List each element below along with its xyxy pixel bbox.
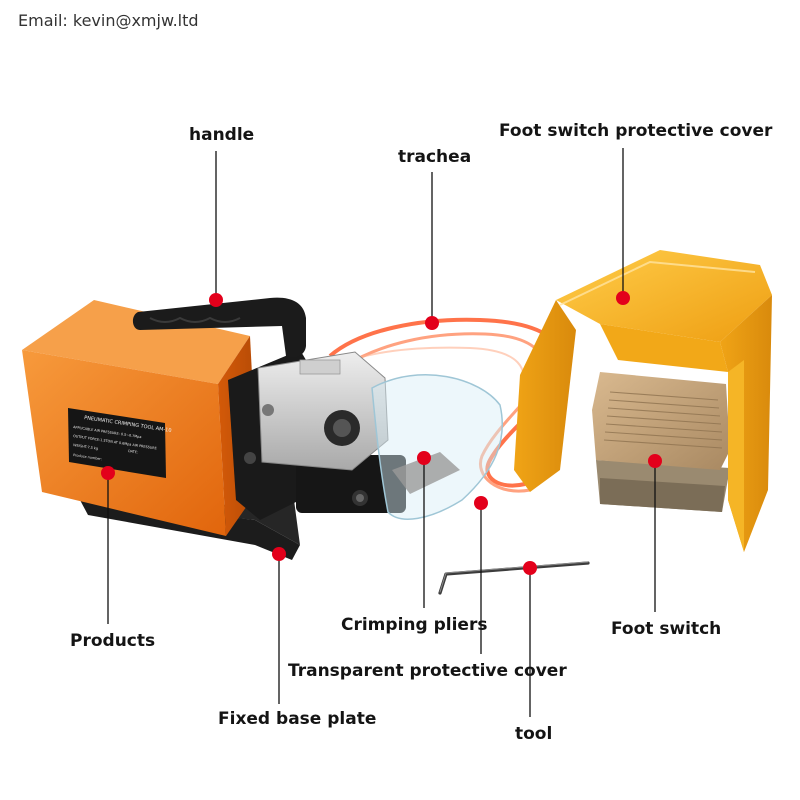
body-top <box>22 300 250 384</box>
label-tool: tool <box>515 724 553 744</box>
hex-key-tool <box>438 561 590 595</box>
marker-products <box>101 466 115 480</box>
cover-left-wall <box>514 300 576 492</box>
label-fixed-base-plate: Fixed base plate <box>218 709 377 729</box>
handle-shape <box>132 297 306 358</box>
nameplate-line-3b: DATE: <box>128 449 138 454</box>
crimping-machine: PNEUMATIC CRIMPING TOOL AM-10 APPLICABLE… <box>22 297 504 560</box>
foot-switch-assembly <box>514 250 772 552</box>
pedal-shape <box>592 372 730 470</box>
marker-base-plate <box>272 547 286 561</box>
markers <box>101 291 662 575</box>
marker-tool <box>523 561 537 575</box>
label-foot-switch: Foot switch <box>611 619 722 639</box>
marker-crimping-pliers <box>417 451 431 465</box>
nameplate-line-4: Produce number: <box>73 453 102 461</box>
label-crimping-pliers: Crimping pliers <box>341 615 488 635</box>
leader-lines <box>107 148 656 717</box>
label-trachea: trachea <box>398 147 472 167</box>
label-transparent-protective-cover: Transparent protective cover <box>288 661 567 681</box>
label-handle: handle <box>189 125 255 145</box>
contact-email: Email: kevin@xmjw.ltd <box>18 11 199 30</box>
label-foot-switch-protective-cover: Foot switch protective cover <box>499 121 773 141</box>
marker-handle <box>209 293 223 307</box>
marker-foot-switch <box>648 454 662 468</box>
steel-plate <box>257 351 389 471</box>
marker-transparent-cover <box>474 496 488 510</box>
marker-trachea <box>425 316 439 330</box>
label-products: Products <box>70 631 156 651</box>
nameplate-line-3: WEIGHT:7.5 kg <box>73 443 98 451</box>
marker-foot-cover <box>616 291 630 305</box>
cover-top <box>556 250 772 342</box>
base-plate-shape <box>80 500 300 560</box>
